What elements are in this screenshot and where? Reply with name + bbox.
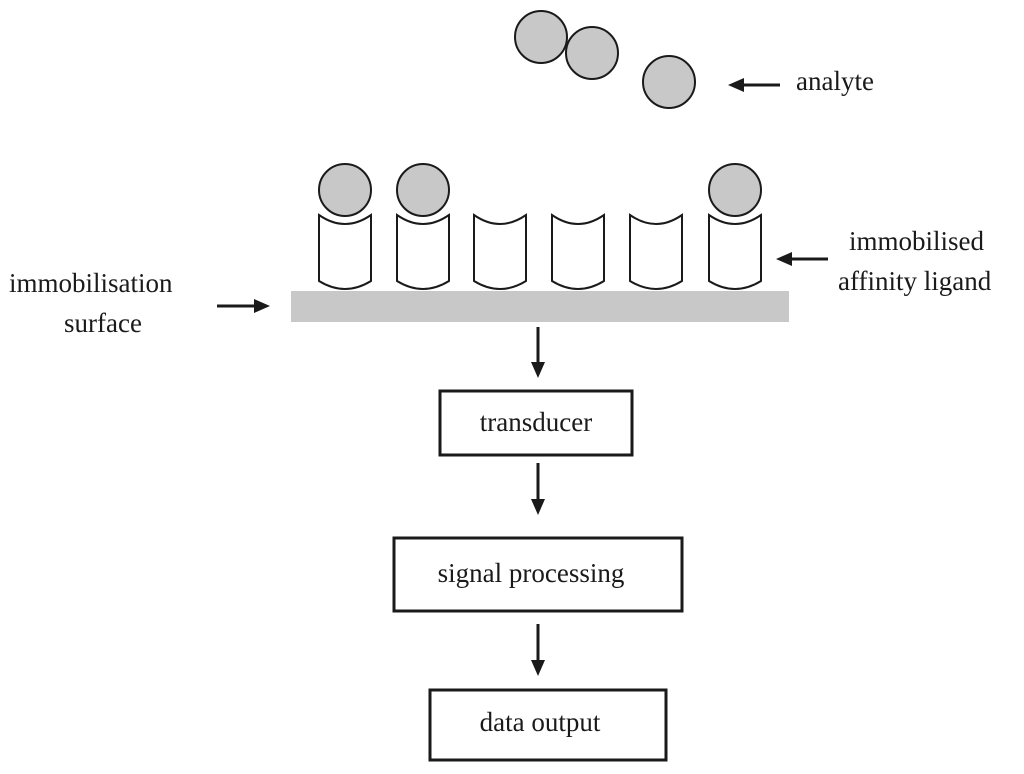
bound-analyte-2 (396, 163, 450, 217)
ligand-pointer (776, 252, 828, 266)
surface-pointer (217, 299, 270, 313)
signal-processing-box (392, 536, 684, 613)
ligand-5 (629, 213, 683, 290)
data-output-label: data output (480, 707, 601, 737)
immobilised-label-line2: affinity ligand (838, 266, 992, 296)
transducer-box (438, 389, 634, 457)
transducer-label: transducer (480, 407, 592, 437)
free-analyte-1 (514, 10, 568, 64)
ligand-2 (396, 213, 450, 290)
ligand-6 (708, 213, 762, 290)
surface-label-line2: surface (64, 308, 142, 338)
analyte-label: analyte (796, 66, 874, 96)
data-output-box (428, 688, 668, 762)
ligand-1 (318, 213, 372, 290)
immobilisation-surface (291, 291, 789, 322)
ligand-array (318, 163, 762, 290)
ligand-4 (551, 213, 605, 290)
analyte-pointer (728, 78, 780, 92)
flow-arrow-transducer-to-signal (531, 463, 545, 515)
bound-analyte-6 (708, 163, 762, 217)
flow-arrow-signal-to-output (531, 624, 545, 676)
signal-processing-label: signal processing (438, 558, 625, 588)
bound-analyte-1 (318, 163, 372, 217)
free-analyte-2 (565, 26, 619, 80)
immobilised-label-line1: immobilised (849, 226, 985, 256)
free-analytes (514, 10, 696, 109)
flow-arrow-surface-to-transducer (531, 327, 545, 378)
ligand-3 (473, 213, 527, 290)
free-analyte-3 (642, 55, 696, 109)
surface-label-line1: immobilisation (9, 268, 173, 298)
